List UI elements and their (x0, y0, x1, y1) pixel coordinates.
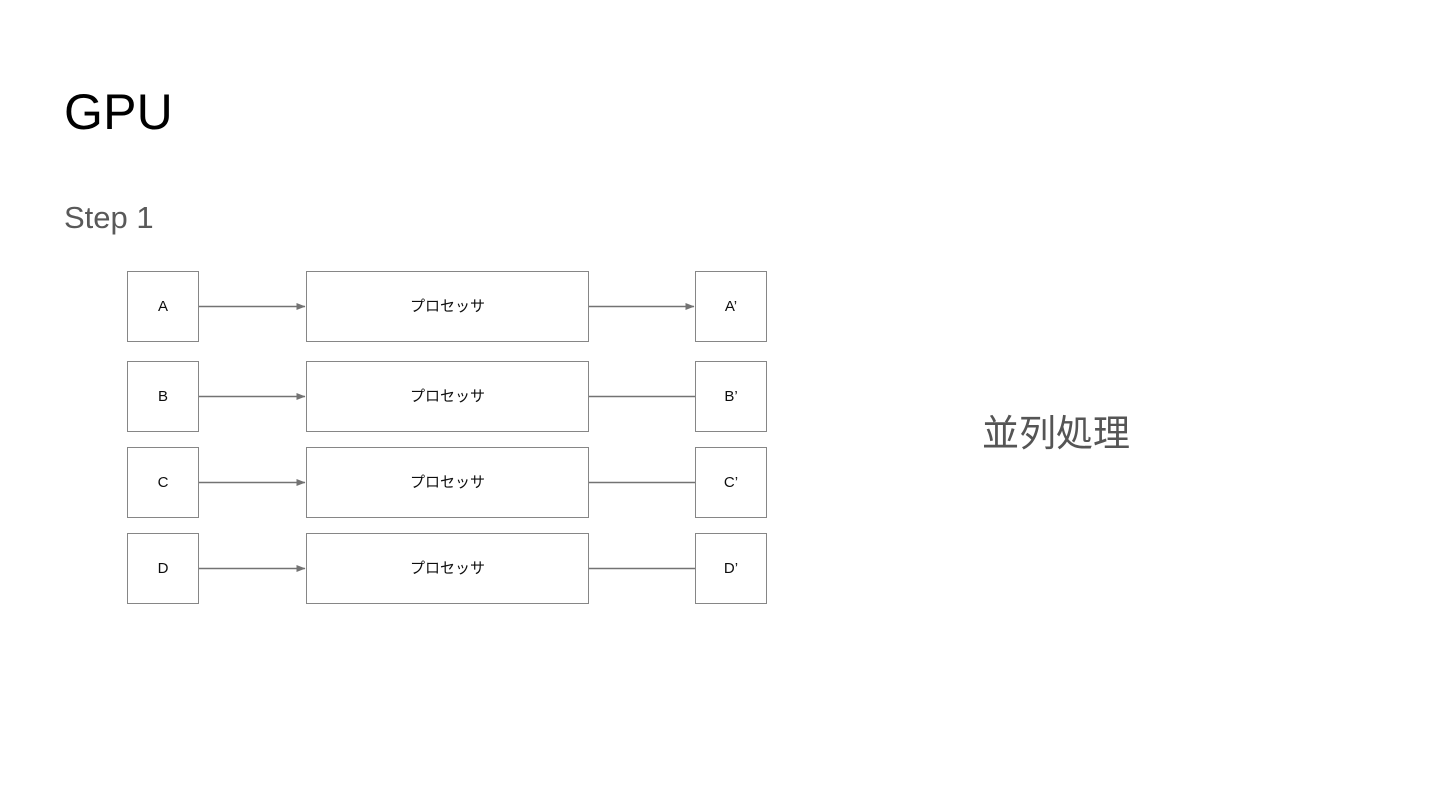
output-node-a[interactable]: A’ (695, 271, 767, 342)
processor-node-d[interactable]: プロセッサ (306, 533, 589, 604)
processor-node-b[interactable]: プロセッサ (306, 361, 589, 432)
input-node-d-label: D (157, 560, 169, 577)
slide-subtitle: Step 1 (64, 200, 154, 235)
processor-node-d-label: プロセッサ (409, 560, 485, 577)
input-node-d[interactable]: D (127, 533, 199, 604)
input-node-a-label: A (157, 298, 168, 315)
output-node-b[interactable]: B’ (695, 361, 767, 432)
processor-node-c-label: プロセッサ (409, 474, 485, 491)
parallel-processing-caption: 並列処理 (982, 413, 1130, 454)
output-node-b-label: B’ (724, 388, 738, 405)
processor-node-a[interactable]: プロセッサ (306, 271, 589, 342)
input-node-c-label: C (157, 474, 169, 491)
processor-node-a-label: プロセッサ (409, 298, 485, 315)
processor-node-b-label: プロセッサ (409, 388, 485, 405)
output-node-d[interactable]: D’ (695, 533, 767, 604)
page-title: GPU (64, 84, 173, 140)
processor-node-c[interactable]: プロセッサ (306, 447, 589, 518)
output-node-a-label: A’ (724, 298, 738, 315)
output-node-c-label: C’ (723, 474, 739, 491)
output-node-d-label: D’ (723, 560, 739, 577)
input-node-c[interactable]: C (127, 447, 199, 518)
input-node-b[interactable]: B (127, 361, 199, 432)
input-node-b-label: B (157, 388, 168, 405)
output-node-c[interactable]: C’ (695, 447, 767, 518)
input-node-a[interactable]: A (127, 271, 199, 342)
